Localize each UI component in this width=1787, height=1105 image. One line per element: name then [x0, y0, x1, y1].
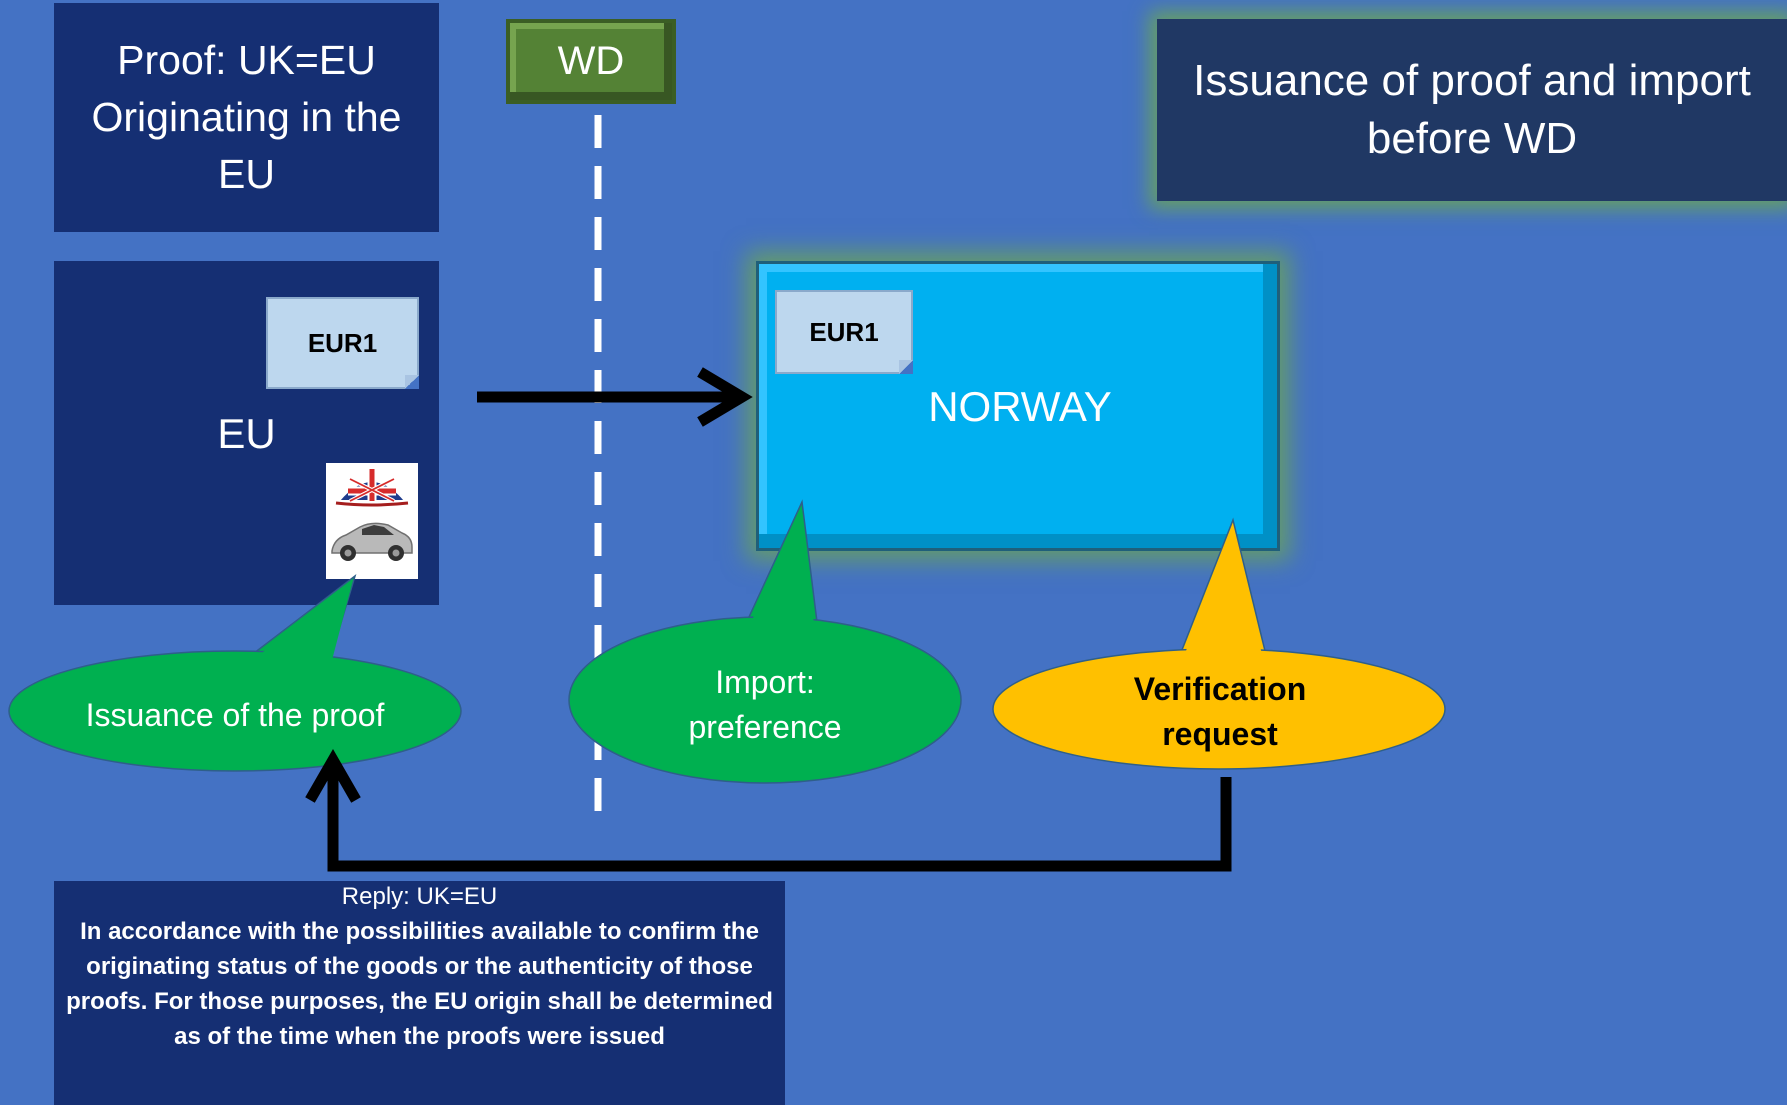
title-text: Issuance of proof and import before WD [1193, 56, 1751, 163]
reply-box [54, 881, 785, 1105]
eur1-label: EUR1 [809, 316, 879, 347]
bubble-verification-label: Verification request [1030, 662, 1410, 762]
eu-label: EU [217, 410, 276, 457]
bubble-verification [992, 517, 1446, 770]
bubble-issuance-label: Issuance of the proof [85, 696, 385, 733]
wd-label: WD [557, 39, 625, 83]
car-icon [331, 522, 413, 561]
bubble-verification-text: Verification request [1133, 671, 1307, 752]
bubble-import-label: Import: preference [585, 655, 945, 755]
reply-title: Reply: UK=EU [341, 883, 498, 910]
eur1-document-eu: EUR1 [266, 297, 419, 389]
uk-car-card [326, 463, 418, 579]
norway-label: NORWAY [928, 383, 1112, 430]
title-box: Issuance of proof and import before WD [1157, 19, 1787, 201]
arrow-right-icon [477, 367, 753, 427]
proof-box: Proof: UK=EU Originating in the EU [54, 3, 439, 232]
arrow-up-icon [305, 748, 1232, 872]
bubble-issuance [8, 574, 462, 772]
reply-body: In accordance with the possibilities ava… [66, 918, 773, 1050]
uk-flag-icon [335, 469, 409, 507]
uk-car-illustration [331, 469, 413, 561]
eur1-document-norway: EUR1 [775, 290, 913, 374]
wd-marker: WD [506, 19, 676, 104]
proof-box-text: Proof: UK=EU Originating in the EU [91, 37, 402, 197]
bubble-import [568, 499, 962, 784]
eur1-label: EUR1 [307, 327, 378, 358]
bubble-import-text: Import: preference [688, 664, 842, 745]
